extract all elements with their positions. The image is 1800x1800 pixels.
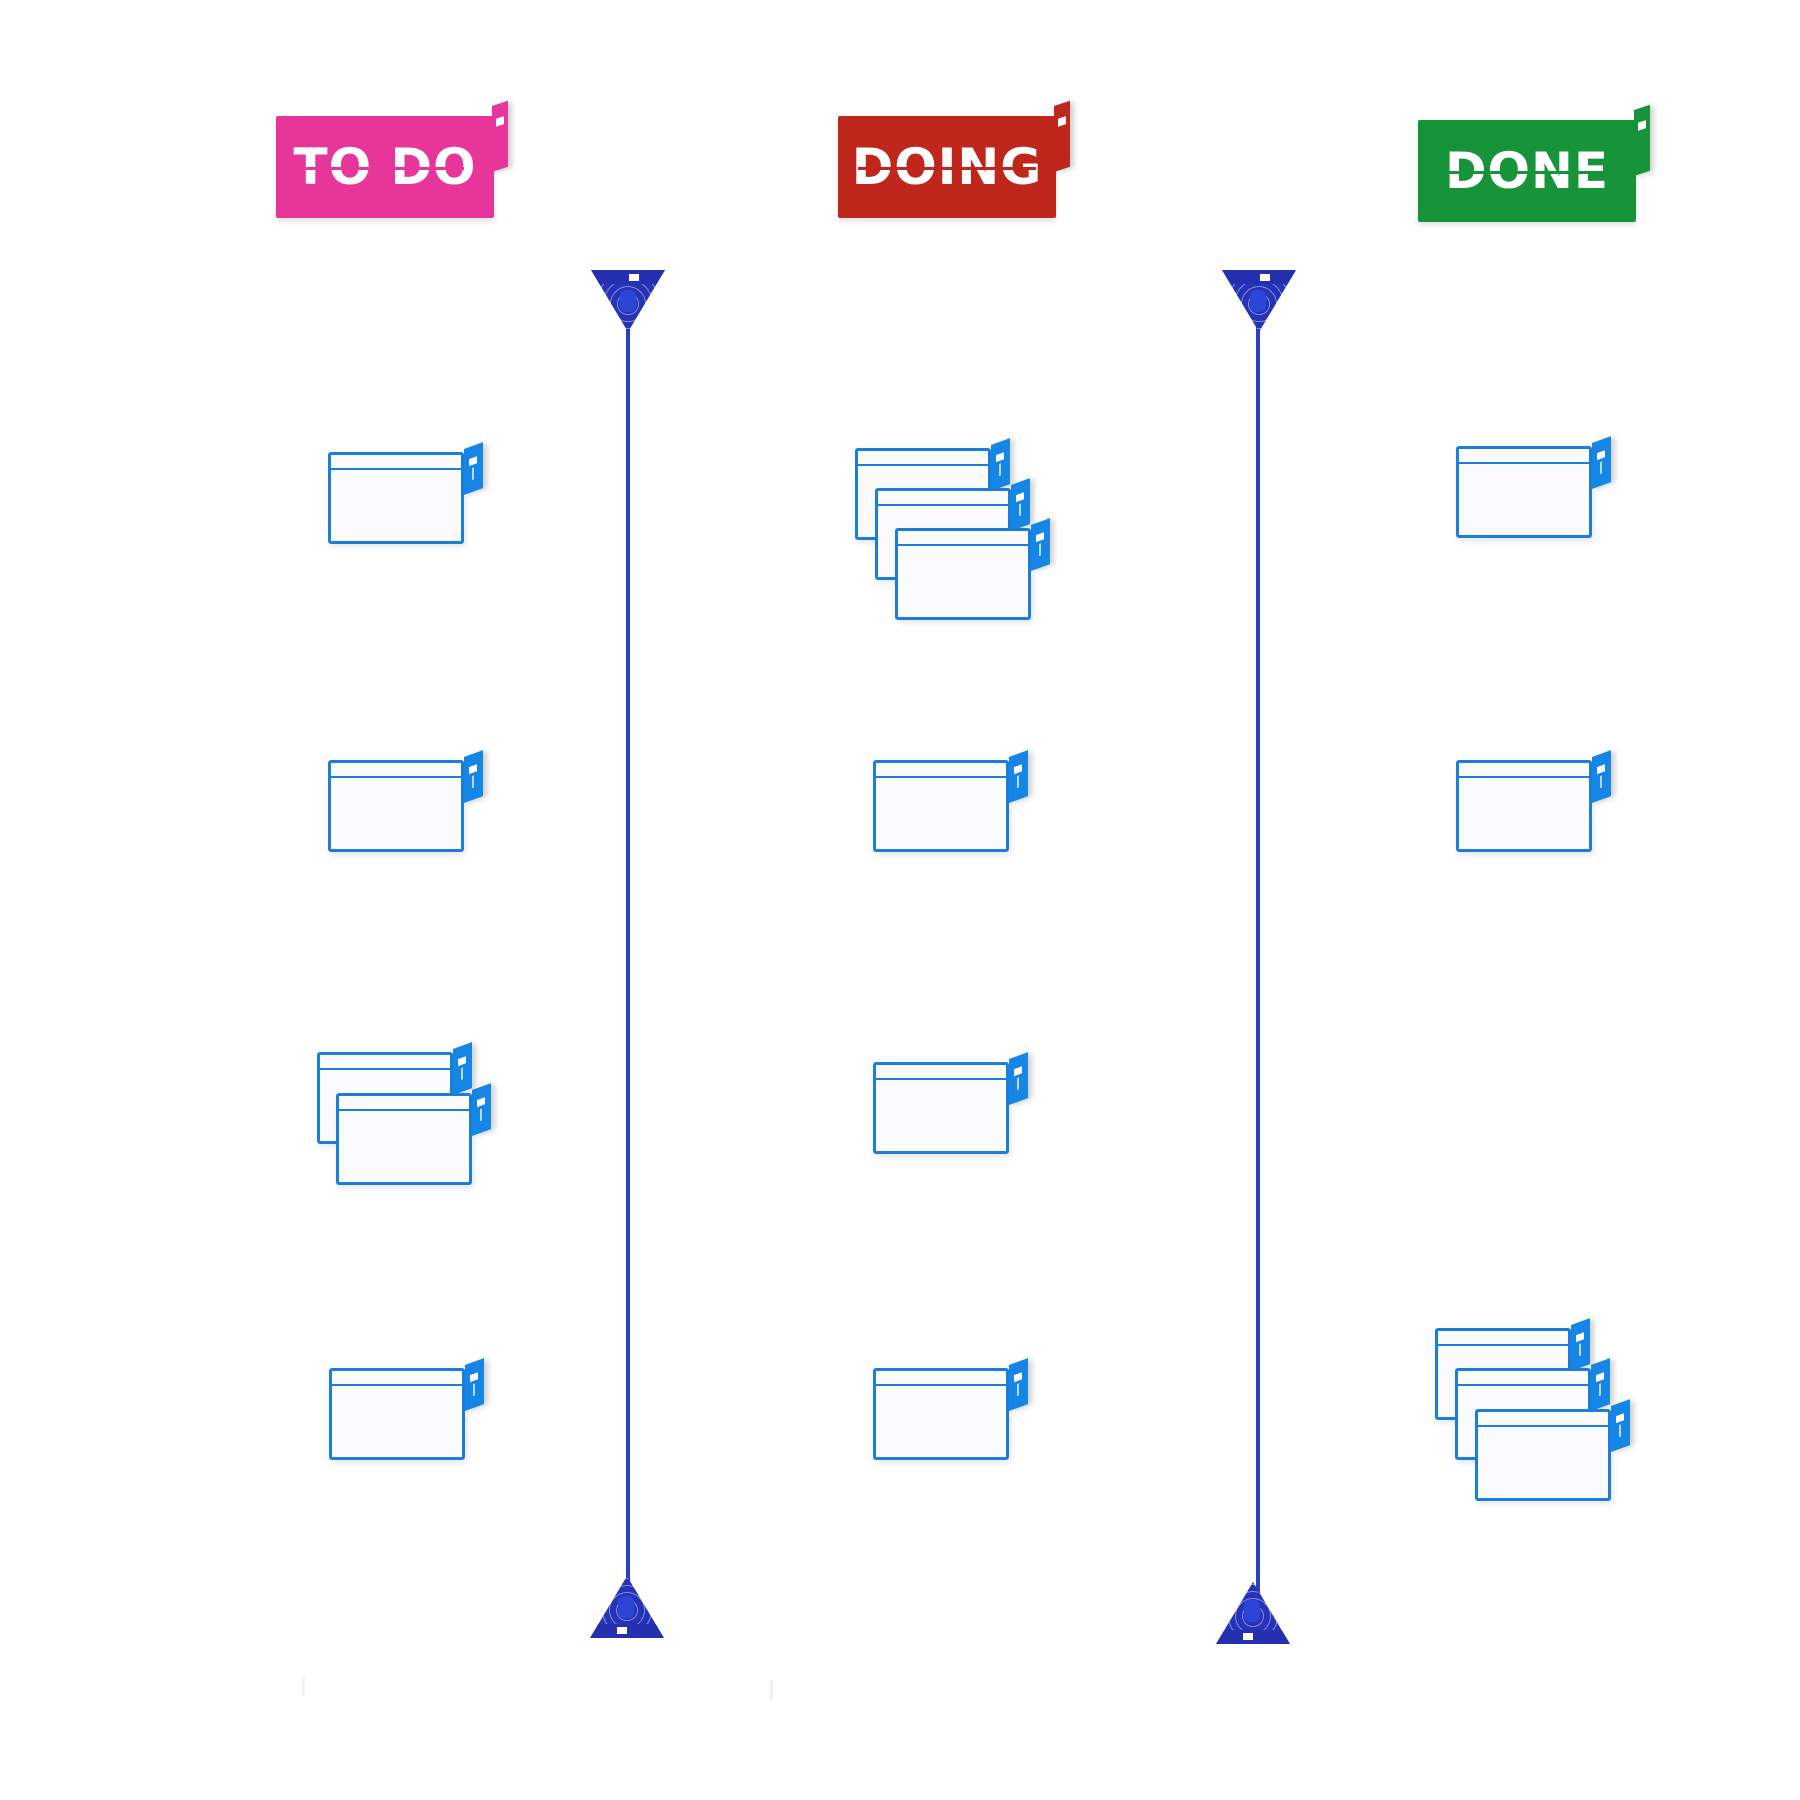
- pole-clip: [620, 290, 636, 312]
- column-divider-pole: [1256, 300, 1260, 1600]
- card-tab-icon: [1571, 1318, 1590, 1371]
- card-tab-icon: [464, 442, 483, 495]
- task-card[interactable]: [328, 442, 483, 544]
- column-header-done: DONE: [1418, 104, 1650, 222]
- task-card[interactable]: [1456, 750, 1611, 852]
- header-strike-line: [1448, 171, 1606, 174]
- card-tab-icon: [1591, 1358, 1610, 1411]
- card-tab-icon: [472, 1083, 491, 1136]
- floor-mark: [302, 1676, 305, 1696]
- task-card[interactable]: [336, 1083, 491, 1185]
- task-card[interactable]: [873, 1052, 1028, 1154]
- card-tab-icon: [464, 750, 483, 803]
- card-tab-icon: [1009, 1052, 1028, 1105]
- card-tab-icon: [1011, 478, 1030, 531]
- pole-clip: [1244, 1600, 1260, 1622]
- brand-tab-icon: [1634, 104, 1650, 176]
- task-card[interactable]: [873, 750, 1028, 852]
- card-tab-icon: [1009, 750, 1028, 803]
- task-card[interactable]: [895, 518, 1050, 620]
- card-tab-icon: [1031, 518, 1050, 571]
- task-card[interactable]: [873, 1358, 1028, 1460]
- card-tab-icon: [453, 1042, 472, 1095]
- task-card[interactable]: [1456, 436, 1611, 538]
- card-tab-icon: [991, 438, 1010, 491]
- floor-mark: [770, 1680, 773, 1700]
- card-tab-icon: [1592, 436, 1611, 489]
- task-card[interactable]: [328, 750, 483, 852]
- column-divider-pole: [626, 300, 630, 1600]
- card-tab-icon: [1611, 1399, 1630, 1452]
- card-tab-icon: [1592, 750, 1611, 803]
- brand-tab-icon: [1054, 100, 1070, 172]
- brand-tab-icon: [492, 100, 508, 172]
- task-card[interactable]: [329, 1358, 484, 1460]
- column-header-todo: TO DO: [276, 100, 508, 218]
- card-tab-icon: [465, 1358, 484, 1411]
- task-card[interactable]: [1475, 1399, 1630, 1501]
- column-header-doing: DOING: [838, 100, 1070, 218]
- pole-clip: [1250, 290, 1266, 312]
- pole-clip: [618, 1596, 634, 1618]
- header-strike-line: [306, 167, 464, 170]
- card-tab-icon: [1009, 1358, 1028, 1411]
- header-strike-line: [858, 167, 1036, 170]
